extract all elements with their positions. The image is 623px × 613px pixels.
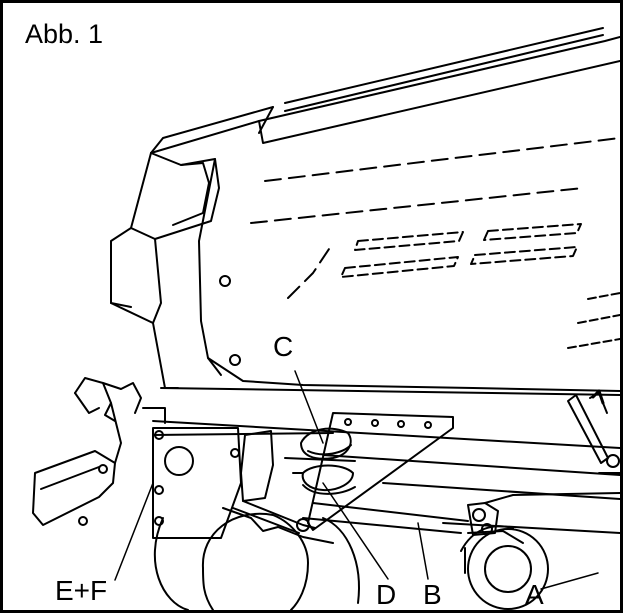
rear-lever xyxy=(567,389,620,474)
leader-lines xyxy=(114,370,599,590)
front-body xyxy=(110,152,220,389)
callout-label-c: C xyxy=(273,331,294,362)
hood-panel xyxy=(150,27,620,154)
front-bracket xyxy=(32,377,166,526)
leader-c xyxy=(294,370,324,444)
side-skirt xyxy=(160,137,620,396)
rear-bracket xyxy=(467,492,620,536)
rear-wheel xyxy=(460,525,549,610)
leader-d xyxy=(322,482,389,580)
leader-b xyxy=(417,522,429,580)
figure-title: Abb. 1 xyxy=(25,19,104,49)
mounting-plate xyxy=(307,412,454,531)
callout-label-d: D xyxy=(376,579,397,610)
callout-label-ef: E+F xyxy=(55,575,108,606)
callout-label-a: A xyxy=(525,579,544,610)
callout-label-b: B xyxy=(423,579,442,610)
vent-slots xyxy=(340,223,620,349)
spring-assembly xyxy=(284,427,356,495)
machine-line-drawing xyxy=(32,27,620,610)
leader-a xyxy=(540,572,599,590)
leader-ef xyxy=(114,482,154,581)
front-wheel xyxy=(153,507,360,610)
